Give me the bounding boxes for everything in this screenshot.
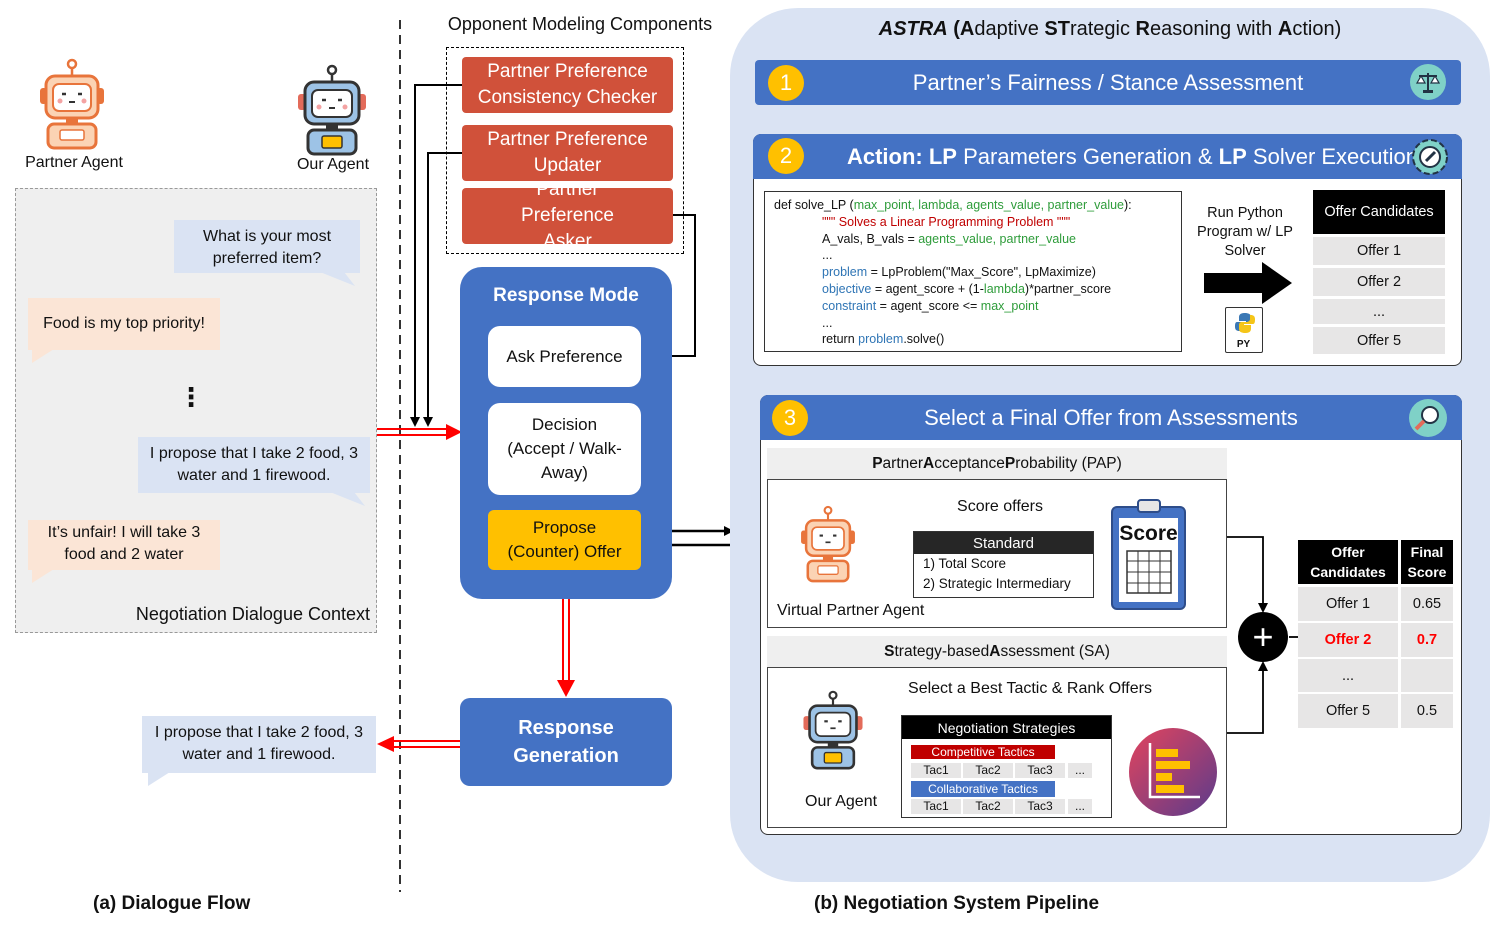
response-mode-title: Response Mode [493,285,639,306]
step3-bar: Select a Final Offer from Assessments [760,395,1462,440]
magnifier-icon [1409,399,1447,437]
context-arrow-head [446,424,462,440]
offer-candidate: Offer 5 [1313,327,1445,354]
scale-icon [1410,64,1446,100]
updater-arrow [423,152,462,427]
message-bubble: It’s unfair! I will take 3 food and 2 wa… [28,520,220,570]
consistency-checker-box: Partner Preference Consistency Checker [462,57,673,113]
collaborative-tactics-label: Collaborative Tactics [911,781,1055,797]
step2-bar: Action: LP Parameters Generation & LP So… [753,134,1462,179]
scoreboard-icon: Score [1111,499,1186,610]
final-row-offer: ... [1298,659,1398,692]
our-agent-label: Our Agent [296,156,370,173]
preference-asker-box: Partner Preference Asker [462,179,673,252]
bubble-tail [148,772,170,786]
offer-candidate: Offer 2 [1313,268,1445,296]
decision-option: Decision (Accept / Walk-Away) [488,403,641,495]
response-generation-box: Response Generation [460,698,672,786]
final-row-offer: Offer 1 [1298,587,1398,621]
competitive-tactics-label: Competitive Tactics [911,745,1055,759]
final-header-offer: Offer Candidates [1298,540,1398,584]
ranking-icon [1129,728,1217,816]
down-arrow-head [557,680,575,697]
bubble-tail [32,349,54,363]
step1-number: 1 [768,65,804,101]
partner-robot-icon [40,58,104,150]
final-row-offer-selected: Offer 2 [1298,623,1398,657]
partner-agent-label: Partner Agent [25,154,123,171]
sa-our-robot-icon [803,690,863,770]
final-row-score: 0.5 [1401,694,1453,728]
virtual-partner-robot-icon [801,505,855,583]
step2-number: 2 [768,138,804,174]
final-row-offer: Offer 5 [1298,694,1398,728]
score-offers-label: Score offers [957,498,1043,515]
plus-icon: + [1238,612,1288,662]
ask-preference-option: Ask Preference [488,326,641,387]
python-file-icon: PY [1225,307,1263,353]
message-bubble: What is your most preferred item? [174,220,360,273]
step3-number: 3 [772,400,808,436]
message-bubble: I propose that I take 2 food, 3 water an… [138,437,370,493]
run-arrow-icon [1204,262,1292,304]
offer-candidate: Offer 1 [1313,237,1445,265]
final-row-score-selected: 0.7 [1401,623,1453,657]
ellipsis: ⋮ [178,382,204,412]
opponent-modeling-group [446,47,684,254]
offer-candidate: ... [1313,299,1445,324]
final-row-score: 0.65 [1401,587,1453,621]
out-arrow-head [377,736,394,752]
context-label: Negotiation Dialogue Context [135,604,370,624]
select-tactic-label: Select a Best Tactic & Rank Offers [908,680,1152,697]
our-robot-icon [298,64,366,156]
response-output-bubble: I propose that I take 2 food, 3 water an… [142,716,376,773]
step1-bar: Partner’s Fairness / Stance Assessment [755,60,1461,105]
code-block: def solve_LP (max_point, lambda, agents_… [764,191,1182,352]
run-program-label: Run Python Program w/ LP Solver [1197,205,1293,259]
caption-dialogue-flow: (a) Dialogue Flow [93,893,251,914]
strategies-box: Negotiation Strategies Competitive Tacti… [901,715,1112,818]
virtual-partner-label: Virtual Partner Agent [777,602,925,619]
preference-updater-box: Partner Preference Updater [462,125,673,181]
standard-box: Standard 1) Total Score 2) Strategic Int… [913,531,1094,598]
astra-title: ASTRA (Adaptive STrategic Reasoning with… [878,18,1342,40]
bubble-tail [330,492,365,506]
offer-candidates-header: Offer Candidates [1313,190,1445,234]
bubble-tail [32,569,54,583]
gear-icon [1412,139,1448,175]
propose-offer-option: Propose (Counter) Offer [488,510,641,570]
bubble-tail [320,272,355,286]
final-header-score: Final Score [1401,540,1453,584]
final-row-score [1401,659,1453,692]
opponent-modeling-title: Opponent Modeling Components [447,14,713,34]
message-bubble: Food is my top priority! [28,298,220,350]
sa-our-agent-label: Our Agent [805,793,878,810]
caption-pipeline: (b) Negotiation System Pipeline [814,893,1100,914]
